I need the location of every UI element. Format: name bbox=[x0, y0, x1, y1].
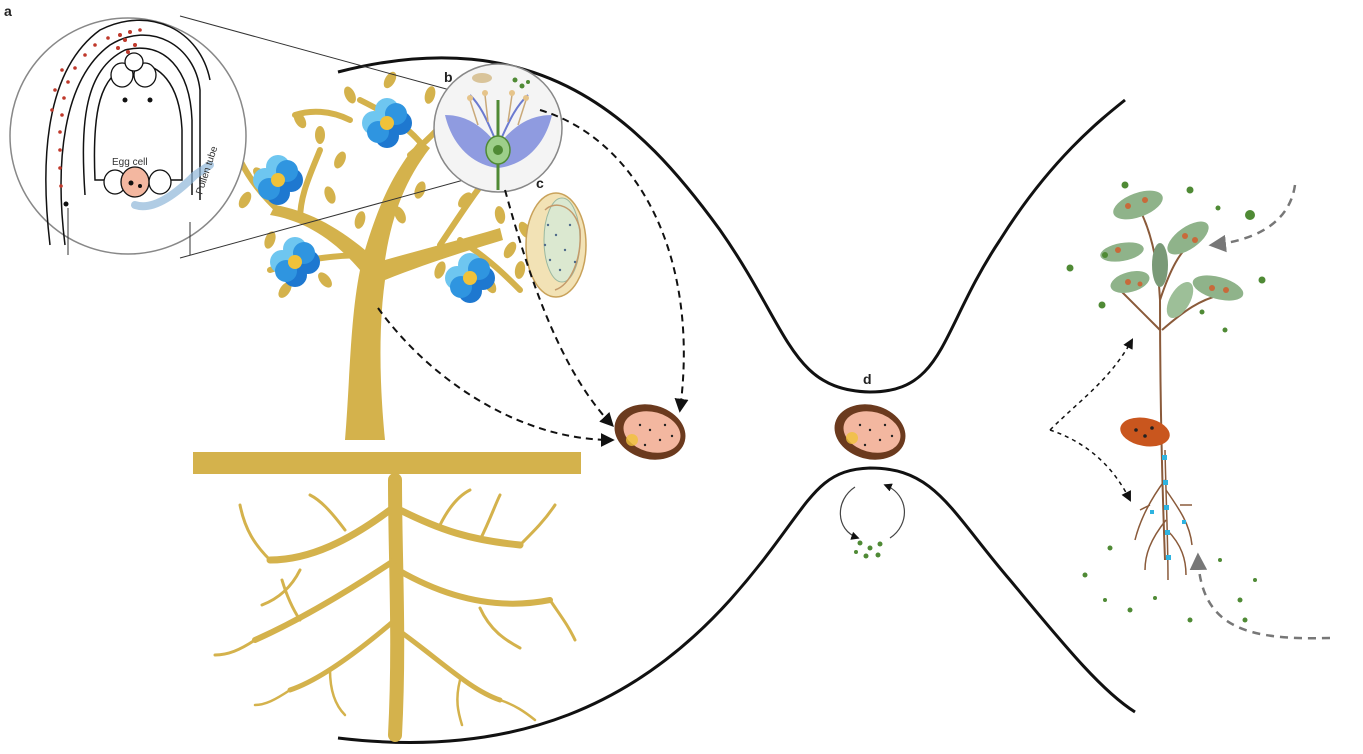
panel-label-c: c bbox=[536, 175, 544, 191]
microbe-cycle bbox=[840, 485, 904, 538]
flower bbox=[253, 155, 303, 205]
tree-roots bbox=[215, 480, 575, 735]
seed-left bbox=[608, 397, 692, 468]
germinating-seed bbox=[1118, 414, 1172, 450]
seedling bbox=[1067, 182, 1266, 623]
flower bbox=[270, 237, 320, 287]
panel-label-b: b bbox=[444, 69, 453, 85]
ground-line bbox=[193, 452, 581, 474]
egg-cell-label: Egg cell bbox=[112, 157, 148, 168]
right-arrows bbox=[1050, 185, 1330, 638]
panel-label-d: d bbox=[863, 371, 872, 387]
seed-center bbox=[828, 397, 912, 468]
panel-label-a: a bbox=[4, 3, 12, 19]
egg-cell bbox=[121, 167, 149, 197]
seedling-leaves bbox=[1099, 185, 1246, 322]
inset-c-seed bbox=[526, 193, 586, 297]
inset-b-flower bbox=[434, 64, 562, 192]
released-microbes bbox=[854, 541, 883, 559]
